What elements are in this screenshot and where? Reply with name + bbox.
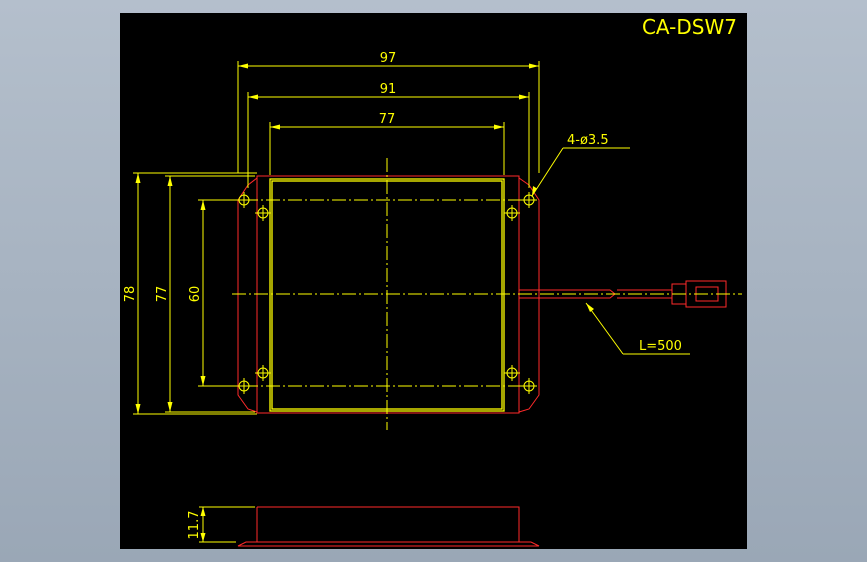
hole-callout-label: 4-ø3.5 (567, 133, 609, 148)
dim-77-width-label: 77 (379, 112, 396, 127)
drawing-title: CA-DSW7 (642, 15, 737, 39)
side-view-body (256, 506, 520, 542)
dim-77-height-label: 77 (155, 286, 170, 303)
cable-length-label: L=500 (639, 339, 682, 354)
dim-60-label: 60 (188, 286, 203, 303)
hole-callout: 4-ø3.5 (531, 133, 630, 197)
dim-91: 91 (247, 82, 530, 188)
dim-78-label: 78 (123, 286, 138, 303)
center-lines (232, 158, 742, 430)
dim-78: 78 (123, 172, 257, 415)
dim-97-label: 97 (380, 51, 397, 66)
side-view-base (237, 541, 540, 547)
left-flange (237, 177, 258, 413)
technical-drawing: CA-DSW7 (123, 15, 742, 547)
hole-bottom-right (521, 378, 537, 394)
dim-77-height: 77 (155, 175, 255, 413)
dim-91-label: 91 (380, 82, 397, 97)
right-flange (518, 177, 540, 413)
dim-thickness-label: 11.7 (187, 511, 202, 540)
dim-60: 60 (188, 199, 238, 387)
hole-bottom-left-inner (255, 365, 271, 381)
hole-bottom-right-inner (504, 365, 520, 381)
side-view: 11.7 (187, 506, 540, 547)
hole-top-right (521, 192, 537, 208)
cable-length-callout: L=500 (585, 302, 690, 355)
hole-top-right-inner (504, 205, 520, 221)
dim-97: 97 (237, 51, 540, 173)
cad-viewport[interactable]: CA-DSW7 (120, 13, 747, 549)
cable-stub (617, 289, 672, 299)
dim-77-width: 77 (269, 112, 505, 175)
hole-top-left-inner (255, 205, 271, 221)
